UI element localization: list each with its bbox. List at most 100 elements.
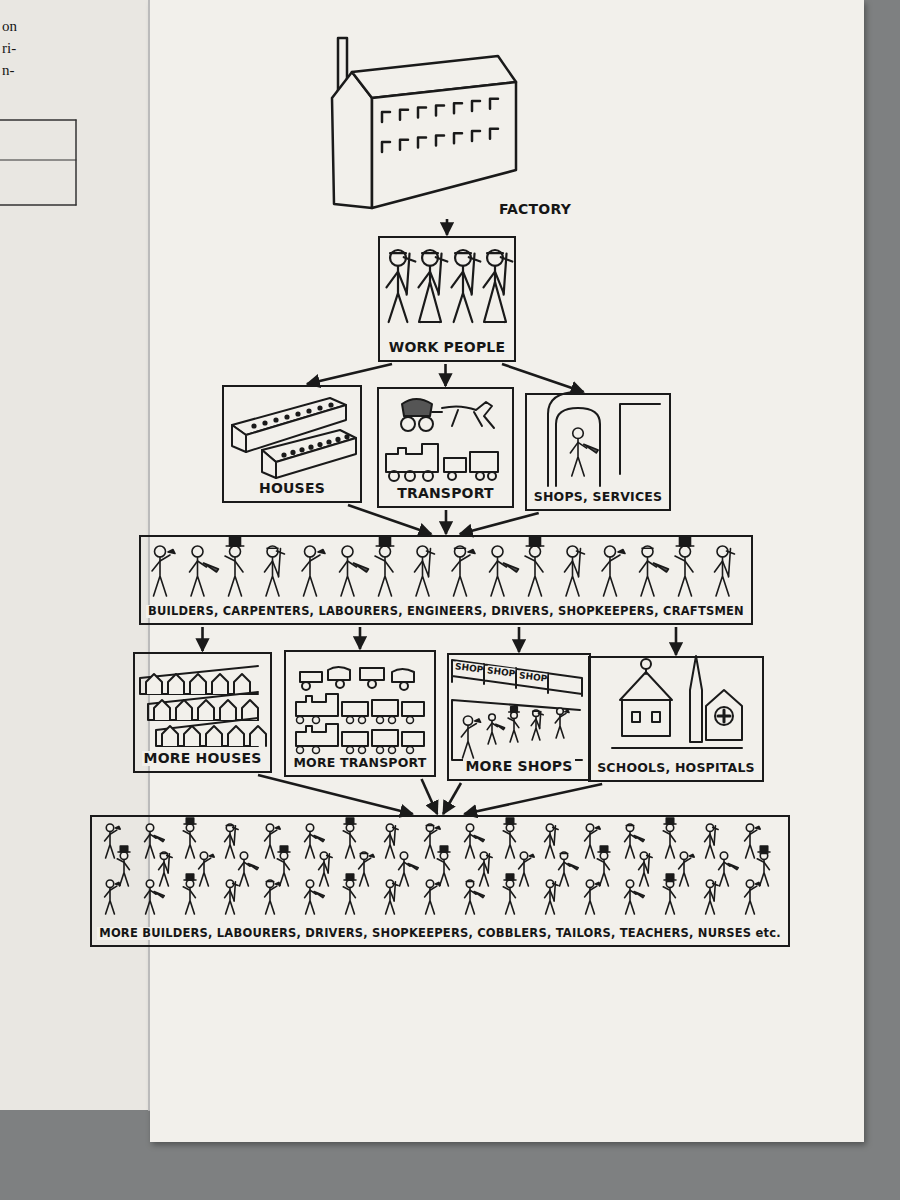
- page-gutter: [148, 0, 150, 1110]
- person-figure: [461, 716, 480, 758]
- path-stroke: [275, 882, 280, 885]
- chimney-dot: [252, 424, 255, 427]
- person-figure: [152, 546, 175, 596]
- rect-stroke: [346, 874, 353, 880]
- path-stroke: [585, 886, 597, 897]
- path-stroke: [713, 826, 718, 845]
- flow-arrow: [518, 627, 521, 652]
- path-stroke: [532, 717, 540, 740]
- path-stroke: [618, 550, 625, 554]
- path-stroke: [565, 710, 569, 712]
- circle-stroke: [560, 852, 567, 859]
- person-figure: [385, 880, 399, 914]
- circle-stroke: [489, 714, 496, 721]
- wheel: [377, 717, 384, 724]
- circle-stroke: [666, 880, 673, 887]
- house-gable: [190, 674, 206, 694]
- path-stroke: [452, 555, 470, 571]
- path-stroke: [468, 550, 475, 554]
- path-stroke: [634, 836, 644, 842]
- path-stroke: [226, 545, 244, 547]
- path-stroke: [679, 858, 691, 869]
- terrace-row: [148, 692, 258, 720]
- path-stroke: [105, 830, 117, 841]
- factory-node: FACTORY: [330, 35, 575, 217]
- person-figure: [570, 428, 598, 476]
- node-label: WORK PEOPLE: [387, 340, 508, 355]
- path-stroke: [105, 886, 117, 897]
- circle-stroke: [680, 546, 691, 557]
- person-figure: [343, 818, 356, 858]
- houses-drawing: [232, 398, 356, 478]
- person-figure: [531, 710, 543, 740]
- person-figure: [265, 824, 281, 858]
- person-figure: [490, 546, 519, 596]
- person-figure: [415, 546, 435, 596]
- circle-stroke: [586, 824, 593, 831]
- path-stroke: [199, 858, 211, 869]
- person-figure: [225, 537, 244, 596]
- circle-stroke: [511, 712, 518, 719]
- flow-arrow: [348, 505, 431, 534]
- circle-stroke: [106, 824, 113, 831]
- person-figure: [503, 818, 516, 858]
- process-box: MORE TRANSPORT: [284, 650, 435, 777]
- factory-window: [472, 131, 480, 141]
- path-stroke: [225, 556, 243, 572]
- path-stroke: [152, 555, 170, 571]
- dress: [484, 282, 506, 322]
- node-label: BUILDERS, CARPENTERS, LABOURERS, ENGINEE…: [146, 605, 746, 618]
- path-stroke: [167, 854, 172, 873]
- path-stroke: [267, 547, 278, 549]
- node-label: MORE BUILDERS, LABOURERS, DRIVERS, SHOPK…: [97, 927, 783, 940]
- path-stroke: [525, 556, 543, 572]
- flow-arrow: [460, 513, 539, 534]
- circle-stroke: [346, 824, 353, 831]
- factory-window: [454, 133, 462, 143]
- circle-stroke: [506, 824, 513, 831]
- chimney-dot: [274, 418, 277, 421]
- path-stroke: [642, 547, 653, 549]
- wheel: [347, 747, 354, 754]
- circle-stroke: [186, 880, 193, 887]
- wheel: [389, 717, 396, 724]
- path-stroke: [474, 892, 484, 898]
- person-figure: [375, 537, 394, 596]
- factory-window: [490, 129, 498, 139]
- facing-page-text: ri-: [2, 40, 16, 57]
- path-stroke: [415, 561, 429, 576]
- circle-stroke: [573, 428, 584, 439]
- person-figure: [745, 880, 761, 914]
- factory-window: [472, 101, 480, 111]
- path-stroke: [229, 557, 242, 596]
- person-figure: [745, 824, 761, 858]
- path-stroke: [159, 862, 169, 872]
- path-stroke: [115, 882, 120, 885]
- circle-stroke: [466, 824, 473, 831]
- path-stroke: [341, 557, 354, 596]
- path-stroke: [115, 826, 120, 829]
- person-figure: [705, 880, 719, 914]
- path-stroke: [654, 563, 669, 572]
- person-figure: [302, 546, 325, 596]
- wheel: [389, 747, 396, 754]
- path-stroke: [435, 826, 440, 829]
- person-figure: [679, 852, 695, 886]
- person-figure: [555, 708, 569, 738]
- path-stroke: [344, 879, 356, 881]
- path-stroke: [184, 823, 196, 825]
- more-shops-drawing: [452, 660, 582, 760]
- rect-stroke: [760, 846, 767, 852]
- factory-window: [490, 99, 498, 109]
- path-stroke: [461, 724, 476, 737]
- flow-arrow: [201, 627, 204, 651]
- path-stroke: [277, 549, 285, 578]
- path-stroke: [454, 557, 467, 596]
- path-stroke: [154, 892, 164, 898]
- path-stroke: [469, 254, 481, 295]
- factory-window: [436, 135, 444, 145]
- rect-stroke: [680, 537, 691, 546]
- node-label: MORE TRANSPORT: [291, 756, 428, 770]
- circle-stroke: [155, 546, 166, 557]
